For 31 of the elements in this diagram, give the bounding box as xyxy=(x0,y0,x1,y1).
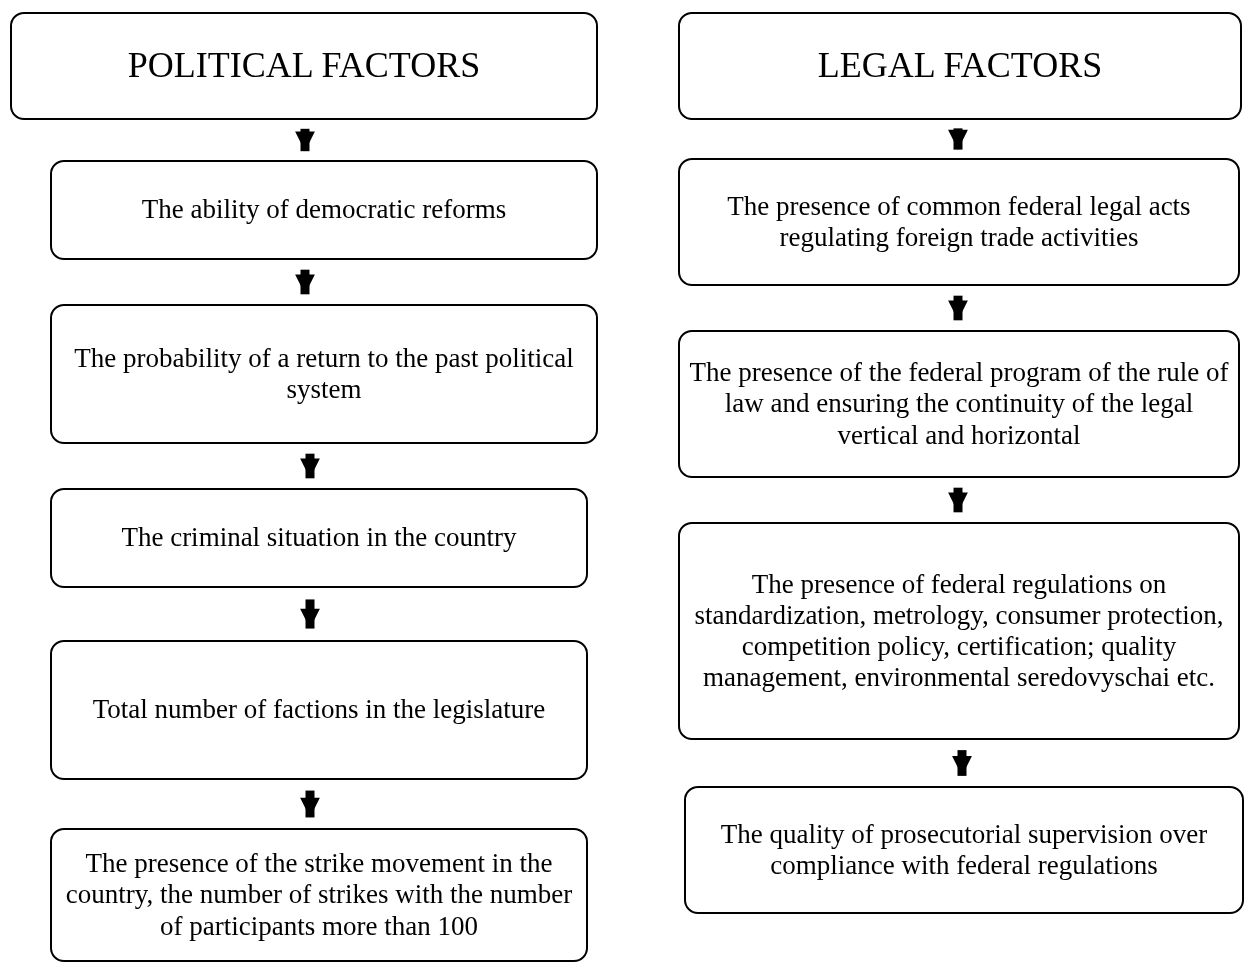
box-text: The presence of common federal legal acts regulating foreign trade activities xyxy=(726,190,1192,254)
box-text: Total number of factions in the legislature xyxy=(92,694,546,726)
heading-box xyxy=(10,12,598,120)
process-box xyxy=(684,786,1244,914)
down-arrow xyxy=(948,487,968,513)
process-box xyxy=(678,158,1240,286)
process-box xyxy=(50,640,588,780)
box-text: The criminal situation in the country xyxy=(121,522,517,554)
box-text: The presence of the strike movement in the country, the number of strikes with the number of participants more than 100 xyxy=(64,848,574,942)
down-arrow xyxy=(300,453,320,479)
process-box xyxy=(50,304,598,444)
process-box xyxy=(50,488,588,588)
box-text: The presence of federal regulations on standardization, metrology, consumer protection, competition policy, certification; quality management, environmental seredovyschai etc. xyxy=(693,568,1225,694)
box-text: LEGAL FACTORS xyxy=(817,45,1103,87)
down-arrow xyxy=(300,599,320,629)
process-box xyxy=(50,828,588,962)
process-box xyxy=(678,522,1240,740)
box-text: The presence of the federal program of the rule of law and ensuring the continuity of the legal vertical and horizontal xyxy=(688,357,1230,451)
box-text: The quality of prosecutorial supervision over compliance with federal regulations xyxy=(719,818,1209,882)
down-arrow xyxy=(295,269,315,295)
heading-box xyxy=(678,12,1242,120)
box-text: The probability of a return to the past political system xyxy=(73,342,575,406)
box-text: POLITICAL FACTORS xyxy=(127,45,481,87)
down-arrow xyxy=(948,295,968,321)
process-box xyxy=(678,330,1240,478)
down-arrow xyxy=(952,750,972,776)
down-arrow xyxy=(295,128,315,152)
down-arrow xyxy=(300,790,320,818)
box-text: The ability of democratic reforms xyxy=(141,194,507,226)
down-arrow xyxy=(948,128,968,150)
process-box xyxy=(50,160,598,260)
